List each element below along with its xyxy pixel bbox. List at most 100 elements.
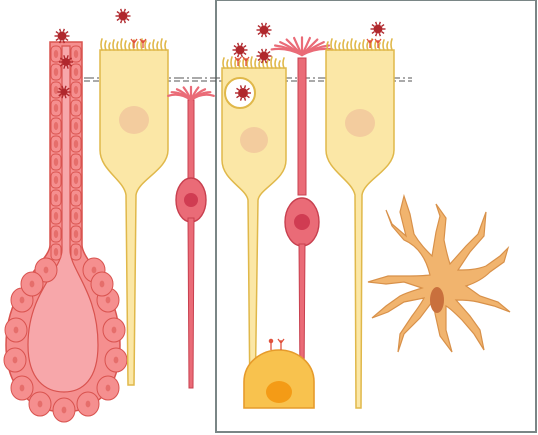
duct-cell-nucleus [54,122,58,130]
neuron-axon [188,218,194,388]
microvillus [391,39,392,50]
duct-cell-nucleus [54,230,58,238]
microvillus [165,41,166,50]
microvillus [223,58,224,68]
duct-cell-nucleus [20,297,25,304]
microvillus [243,58,244,68]
ace2-receptor [269,339,284,350]
microvillus [335,41,336,50]
microvillus [137,42,138,50]
duct-cell-nucleus [54,104,58,112]
microvillus [355,41,356,50]
sustentacular-cell [326,39,394,408]
microvilli [327,39,392,50]
microvillus [129,43,130,50]
microvillus [101,39,102,50]
duct-cell-nucleus [92,267,97,274]
microvillus [343,40,344,50]
duct-cell-nucleus [54,176,58,184]
microvillus [271,57,272,68]
virus-particle [257,49,272,63]
duct-cell-nucleus [106,297,111,304]
neuron-dendrite [298,58,306,195]
neuron-dendrite-knob [188,100,194,185]
microvillus [121,39,122,50]
microvillus [379,43,380,50]
duct-cell-nucleus [54,248,58,256]
olfactory-receptor-neuron [168,87,214,388]
neuron-cilia [168,87,214,100]
astrocyte [368,196,510,352]
microvillus [359,43,360,50]
microvillus [375,41,376,50]
microvillus [153,40,154,50]
microvillus [351,39,352,50]
duct-cell-nucleus [62,407,67,414]
duct-cell-nucleus [74,158,78,166]
microvillus [247,60,248,68]
duct-cell-nucleus [106,385,111,392]
microvillus [251,57,252,68]
duct-cell-nucleus [86,401,91,408]
virus-particle [371,22,386,36]
duct-cell-nucleus [74,68,78,76]
microvillus [161,39,162,50]
microvillus [283,58,284,68]
gland-duct-lumen [28,46,98,392]
duct-cell-nucleus [74,140,78,148]
microvillus [259,61,260,68]
duct-cell-nucleus [74,248,78,256]
ace2-receptor [131,39,137,48]
microvillus [387,42,388,50]
sustentacular-cell-body [326,50,394,408]
astrocyte-body [368,196,510,352]
microvillus [231,57,232,68]
duct-cell-nucleus [74,176,78,184]
microvilli [223,57,284,68]
duct-cell-nucleus [114,357,119,364]
microvillus [255,59,256,68]
microvillus [347,42,348,50]
duct-cell-nucleus [14,327,19,334]
duct-cell-nucleus [74,104,78,112]
microvillus [363,40,364,50]
duct-cell-nucleus [112,327,117,334]
microvillus [145,41,146,50]
duct-cell-nucleus [13,357,18,364]
virus-particle [116,9,131,23]
duct-cell-nucleus [20,385,25,392]
duct-cell-nucleus [74,50,78,58]
microvillus [239,61,240,68]
duct-cell-nucleus [74,86,78,94]
microvillus [125,41,126,50]
basal-cell-nucleus [266,381,292,403]
neuron-nucleus [184,193,198,207]
microvillus [105,41,106,50]
microvillus [157,42,158,50]
microvillus [117,42,118,50]
virus-particle [257,23,272,37]
microvillus [383,40,384,50]
duct-cell-nucleus [54,194,58,202]
duct-cell-nucleus [44,267,49,274]
duct-cell-nucleus [54,86,58,94]
neuron-cilia [272,37,333,55]
microvillus [113,40,114,50]
sustentacular-cell-nucleus [345,109,375,137]
microvillus [279,61,280,68]
duct-cell-nucleus [54,158,58,166]
astrocyte-nucleus [430,287,444,313]
duct-cell-nucleus [100,281,105,288]
sustentacular-cell-nucleus [119,106,149,134]
microvillus [227,60,228,68]
neuron-nucleus [294,214,310,230]
microvillus [235,59,236,68]
sustentacular-cell-nucleus [240,127,268,153]
duct-cell-nucleus [30,281,35,288]
duct-cell-nucleus [54,50,58,58]
virus-particle [55,29,70,43]
duct-cell-nucleus [74,122,78,130]
microvillus [149,43,150,50]
duct-cell-nucleus [54,212,58,220]
